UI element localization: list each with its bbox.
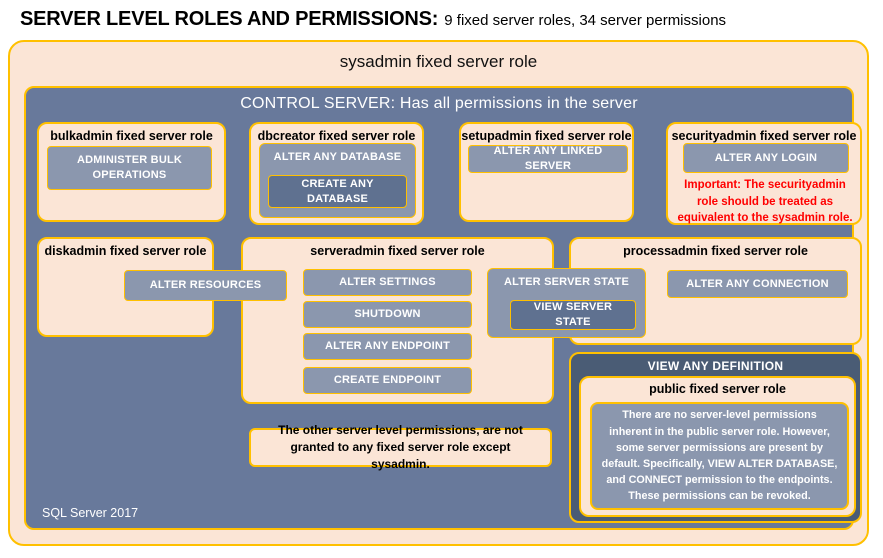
- dbcreator-role-box: dbcreator fixed server role ALTER ANY DA…: [249, 122, 424, 225]
- footer-label: SQL Server 2017: [42, 506, 139, 520]
- setupadmin-role-title: setupadmin fixed server role: [461, 129, 632, 143]
- public-role-box: public fixed server role There are no se…: [579, 376, 856, 517]
- securityadmin-warning-text: Important: The securityadmin role should…: [677, 179, 853, 225]
- permission-create-endpoint: CREATE ENDPOINT: [303, 367, 472, 394]
- diskadmin-role-title: diskadmin fixed server role: [44, 244, 207, 258]
- permission-alter-server-state-panel: ALTER SERVER STATE VIEW SERVER STATE: [487, 268, 646, 338]
- permission-alter-resources: ALTER RESOURCES: [124, 270, 287, 301]
- processadmin-role-title: processadmin fixed server role: [623, 244, 808, 258]
- permission-alter-any-database-panel: ALTER ANY DATABASE CREATE ANY DATABASE: [259, 143, 416, 218]
- sysadmin-role-box: sysadmin fixed server role CONTROL SERVE…: [8, 40, 869, 546]
- page-title-main: SERVER LEVEL ROLES AND PERMISSIONS:: [20, 8, 439, 30]
- view-any-definition-box: VIEW ANY DEFINITION public fixed server …: [569, 352, 862, 523]
- permission-alter-any-connection: ALTER ANY CONNECTION: [667, 270, 848, 298]
- permission-administer-bulk-operations: ADMINISTER BULK OPERATIONS: [47, 146, 212, 190]
- bulkadmin-role-box: bulkadmin fixed server role ADMINISTER B…: [37, 122, 226, 222]
- permission-create-any-database: CREATE ANY DATABASE: [268, 175, 407, 208]
- serveradmin-role-title: serveradmin fixed server role: [310, 244, 485, 258]
- setupadmin-role-box: setupadmin fixed server role ALTER ANY L…: [459, 122, 634, 222]
- other-permissions-note: The other server level permissions, are …: [249, 423, 552, 471]
- permission-alter-any-database: ALTER ANY DATABASE: [273, 151, 402, 163]
- permission-shutdown: SHUTDOWN: [303, 301, 472, 328]
- permission-alter-settings: ALTER SETTINGS: [303, 269, 472, 296]
- public-role-description: There are no server-level permissions in…: [590, 402, 849, 510]
- permission-view-server-state: VIEW SERVER STATE: [510, 300, 636, 330]
- page-title: SERVER LEVEL ROLES AND PERMISSIONS: 9 fix…: [20, 8, 726, 31]
- public-role-title: public fixed server role: [649, 382, 786, 396]
- dbcreator-role-title: dbcreator fixed server role: [257, 129, 416, 143]
- permission-alter-any-linked-server: ALTER ANY LINKED SERVER: [468, 145, 628, 173]
- control-server-box: CONTROL SERVER: Has all permissions in t…: [24, 86, 862, 530]
- permission-alter-any-login: ALTER ANY LOGIN: [683, 143, 849, 173]
- bulkadmin-role-title: bulkadmin fixed server role: [50, 129, 213, 143]
- page-title-subtitle: 9 fixed server roles, 34 server permissi…: [444, 12, 727, 29]
- control-server-title: CONTROL SERVER: Has all permissions in t…: [240, 95, 638, 112]
- permission-alter-any-endpoint: ALTER ANY ENDPOINT: [303, 333, 472, 360]
- permission-view-any-definition: VIEW ANY DEFINITION: [647, 359, 784, 373]
- sysadmin-role-title: sysadmin fixed server role: [339, 52, 538, 71]
- securityadmin-role-title: securityadmin fixed server role: [671, 129, 857, 143]
- permission-alter-server-state: ALTER SERVER STATE: [503, 276, 630, 288]
- securityadmin-role-box: securityadmin fixed server role ALTER AN…: [666, 122, 862, 225]
